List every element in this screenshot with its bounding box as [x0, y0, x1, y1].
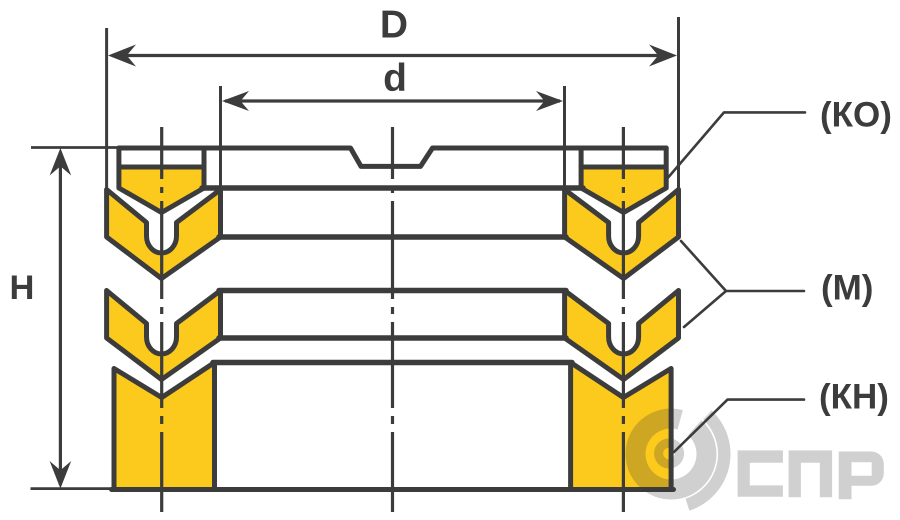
svg-text:H: H [10, 269, 35, 307]
svg-text:(М): (М) [821, 269, 873, 308]
svg-text:(КО): (КО) [820, 96, 892, 135]
svg-text:(КН): (КН) [819, 378, 889, 417]
svg-text:D: D [380, 4, 408, 47]
svg-text:d: d [383, 57, 407, 100]
